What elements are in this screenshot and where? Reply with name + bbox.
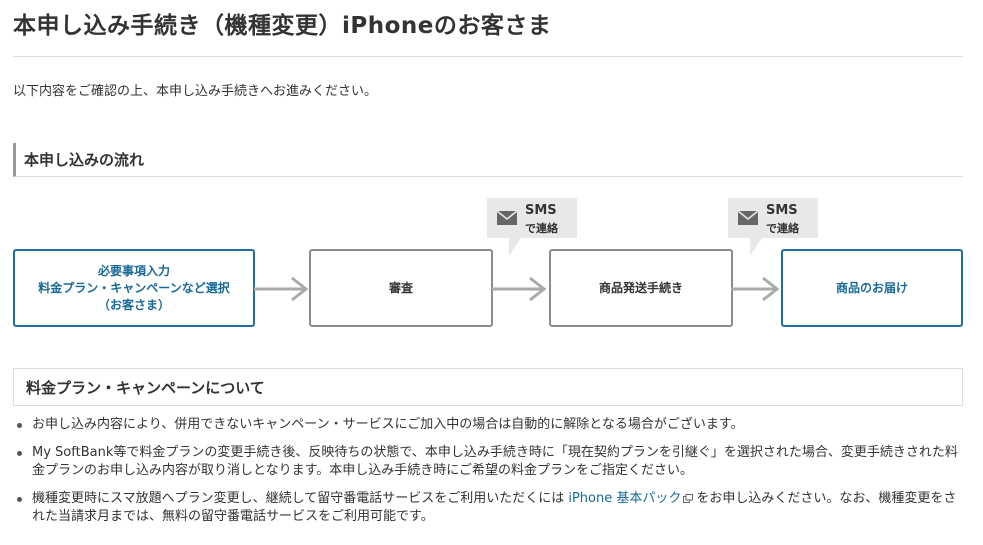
step-line: 商品発送手続き [598,280,683,295]
arrow-right-icon [731,276,780,302]
plans-heading-text: 料金プラン・キャンペーンについて [26,379,265,397]
badge-pointer [509,238,521,256]
note-text: お申し込み内容により、併用できないキャンペーン・サービスにご加入中の場合は自動的… [32,417,744,432]
sms-label: SMS [766,203,798,218]
iphone-basic-pack-link[interactable]: iPhone 基本パック [568,491,682,506]
step-line: 商品のお届け [835,280,908,295]
plan-notes-list: お申し込み内容により、併用できないキャンペーン・サービスにご加入中の場合は自動的… [13,416,963,536]
bullet-icon [17,497,22,502]
step-line: 審査 [388,280,413,295]
envelope-icon [738,211,758,225]
intro-text: 以下内容をご確認の上、本申し込み手続きへお進みください。 [13,84,378,99]
bullet-icon [17,423,22,428]
badge-pointer [750,238,762,256]
page-title: 本申し込み手続き（機種変更）iPhoneのお客さま [13,13,552,39]
sms-badge-2: SMS で連絡 [728,198,818,256]
note-text-after: をお申し込みください。なお、機種変更をされた当請求月までは、無料の留守番電話サー… [32,491,957,524]
envelope-icon [497,211,517,225]
sms-badge-1: SMS で連絡 [487,198,577,256]
list-item: お申し込み内容により、併用できないキャンペーン・サービスにご加入中の場合は自動的… [13,416,963,434]
list-item: 機種変更時にスマ放題へプラン変更し、継続して留守番電話サービスをご利用いただくに… [13,490,963,526]
note-text-before: 機種変更時にスマ放題へプラン変更し、継続して留守番電話サービスをご利用いただくに… [32,491,569,506]
step-line: 必要事項入力 [97,263,170,278]
sms-sub-label: で連絡 [525,222,558,235]
sms-sub-label: で連絡 [766,222,799,235]
bullet-icon [17,451,22,456]
external-link-icon [683,494,694,503]
flow-step-delivery: 商品のお届け [781,249,963,327]
arrow-right-icon [492,276,547,302]
plans-section-heading: 料金プラン・キャンペーンについて [13,368,963,406]
note-text: My SoftBank等で料金プランの変更手続き後、反映待ちの状態で、本申し込み… [32,445,958,478]
flow-section-heading: 本申し込みの流れ [13,143,963,177]
step-line: （お客さま） [97,297,170,312]
flow-step-input: 必要事項入力 料金プラン・キャンペーンなど選択 （お客さま） [13,249,255,327]
flow-step-review: 審査 [309,249,493,327]
flow-heading-text: 本申し込みの流れ [24,151,145,169]
arrow-right-icon [254,276,309,302]
step-line: 料金プラン・キャンペーンなど選択 [38,280,230,295]
flow-step-shipping: 商品発送手続き [549,249,733,327]
sms-label: SMS [525,203,557,218]
title-divider [13,56,963,57]
list-item: My SoftBank等で料金プランの変更手続き後、反映待ちの状態で、本申し込み… [13,444,963,480]
